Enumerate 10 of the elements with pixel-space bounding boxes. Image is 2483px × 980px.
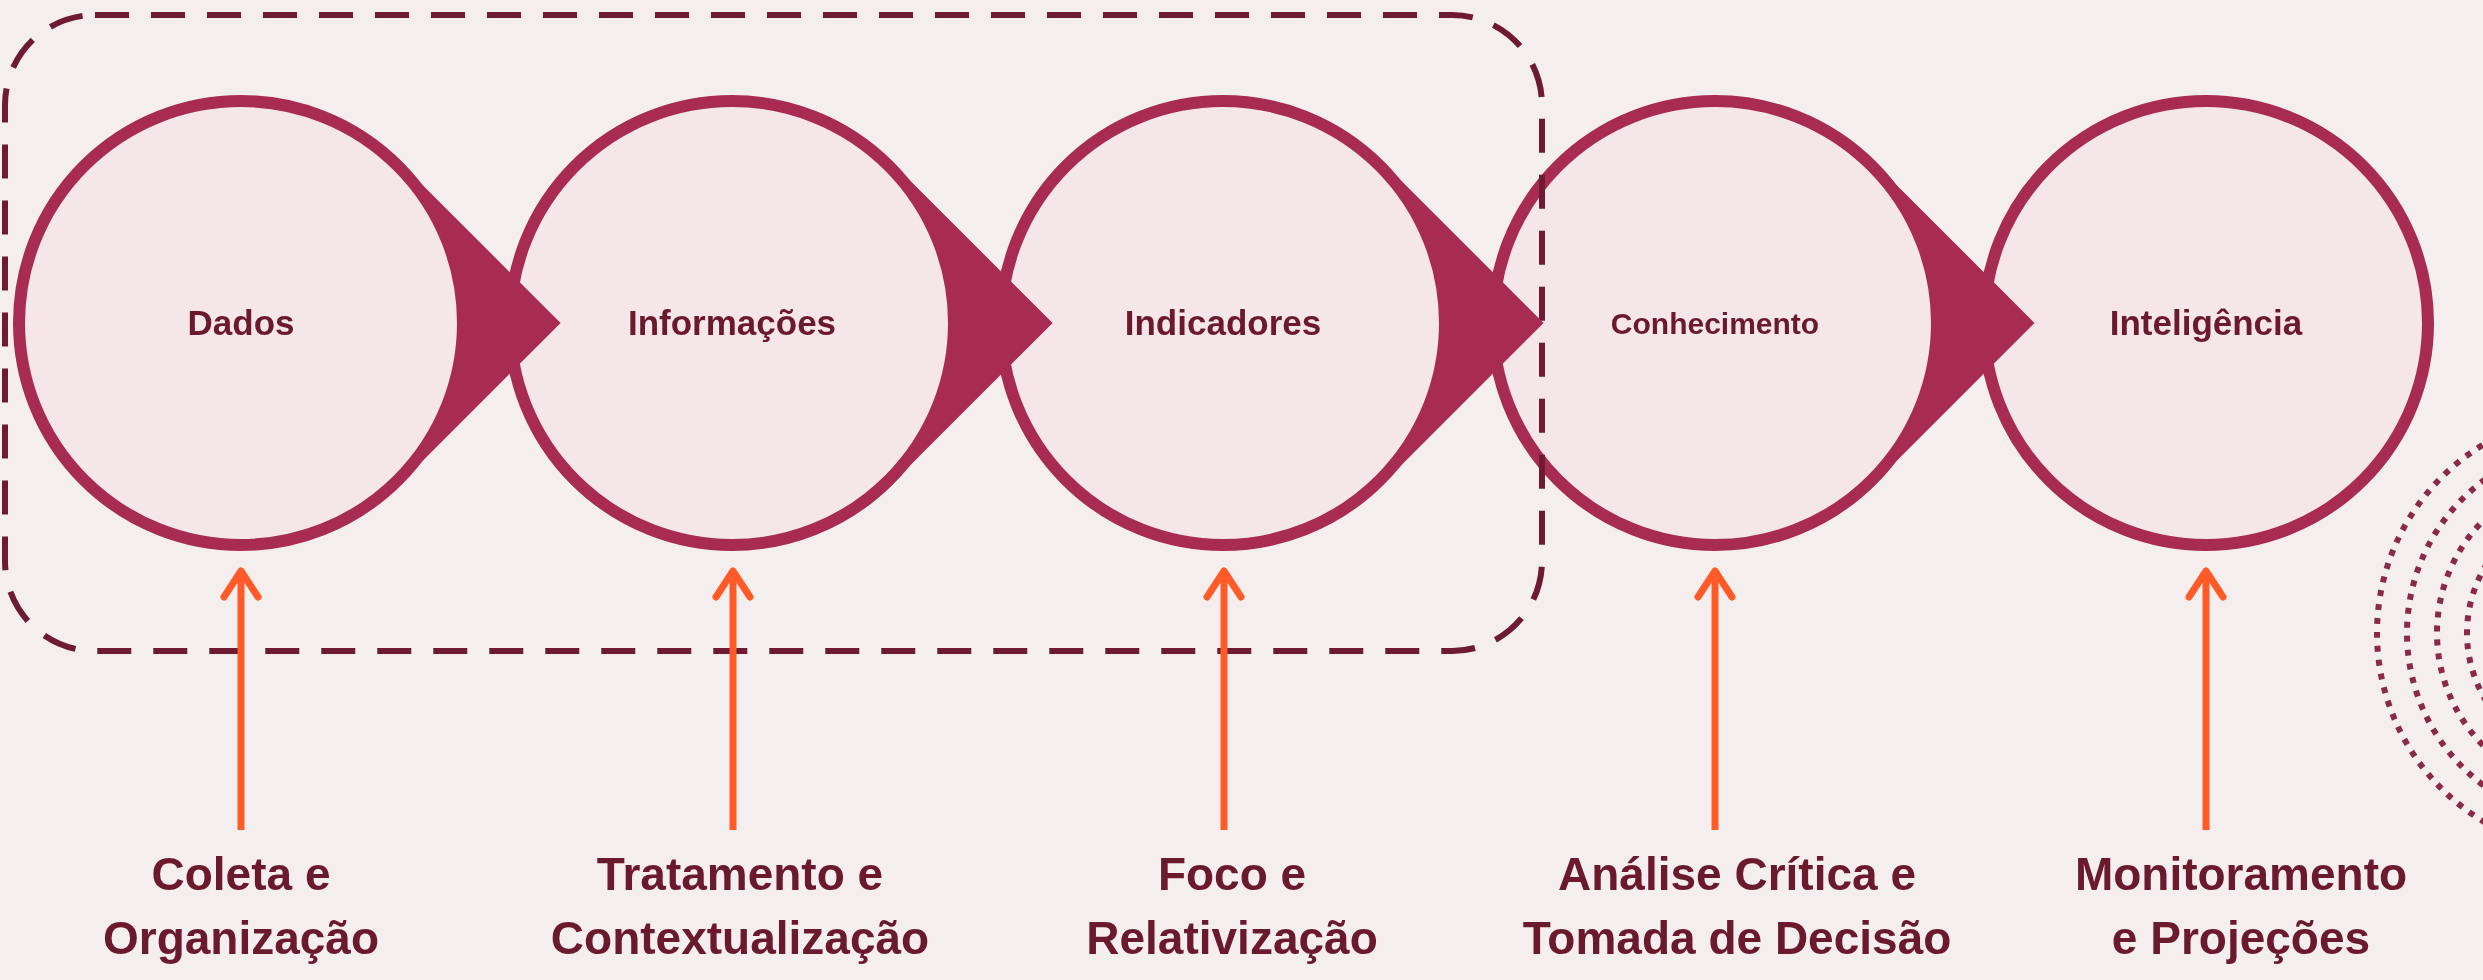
step-caption: Análise Crítica e Tomada de Decisão xyxy=(1521,847,1953,966)
step-caption: Monitoramento e Projeções xyxy=(2073,847,2409,966)
step-caption: Tratamento e Contextualização xyxy=(549,847,931,966)
circle-label: Informações xyxy=(627,301,837,344)
step-caption: Foco e Relativização xyxy=(1085,847,1379,966)
circle-label: Indicadores xyxy=(1124,301,1322,344)
circle-label: Dados xyxy=(187,301,295,344)
step-caption: Coleta e Organização xyxy=(101,847,381,966)
circle-label: Conhecimento xyxy=(1610,305,1820,342)
circle-label: Inteligência xyxy=(2109,301,2303,344)
